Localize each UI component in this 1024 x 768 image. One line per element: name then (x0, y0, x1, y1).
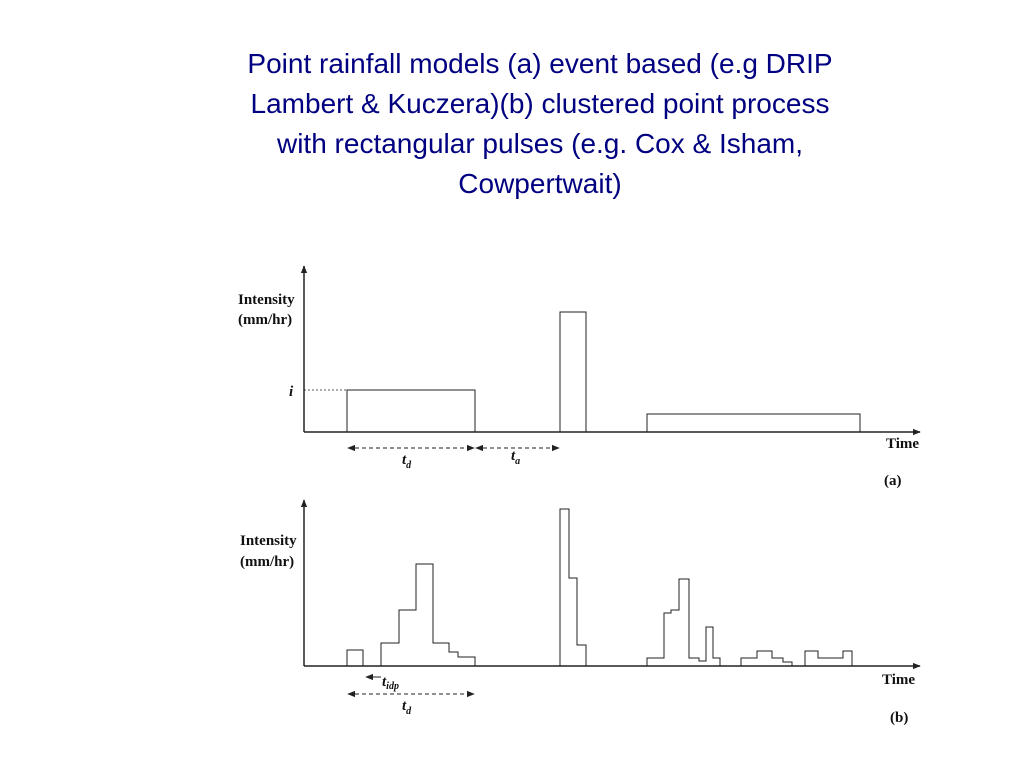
panel-a-y-label-line-1: Intensity (238, 292, 295, 308)
panel-b-duration-subscript: d (406, 706, 412, 717)
panel-b-caption: (b) (890, 710, 908, 726)
panel-a-caption: (a) (884, 473, 902, 489)
panel-b-cell-spacing-label: tidp (382, 674, 399, 692)
panel-a-intensity-symbol: i (289, 384, 294, 400)
panel-a-pulse-1 (346, 389, 476, 433)
panel-b-storm-2-cluster (559, 508, 587, 666)
panel-b-cell-spacing-symbol: t (382, 674, 387, 690)
title-line-2: Lambert & Kuczera)(b) clustered point pr… (250, 88, 830, 119)
title-line-3: with rectangular pulses (e.g. Cox & Isha… (276, 128, 803, 159)
title-line-4: Cowpertwait) (458, 168, 622, 199)
panel-b-duration-symbol: t (402, 698, 407, 714)
panel-b-y-label-line-2: (mm/hr) (240, 554, 294, 570)
panel-b-cell-spacing-subscript: idp (386, 681, 399, 692)
panel-a-pulse-2 (559, 311, 587, 433)
panel-a-x-label: Time (886, 436, 919, 452)
panel-a-pulse-3 (646, 413, 861, 433)
panel-b-storm-3-cluster-b (740, 650, 793, 666)
panel-b-x-label: Time (882, 672, 915, 688)
panel-b-duration-label: td (402, 698, 412, 717)
panel-b-storm-3-cluster-c (804, 650, 853, 666)
panel-b-storm-1-cell-1 (346, 649, 364, 666)
panel-a-duration-label: td (402, 452, 412, 471)
title-line-1: Point rainfall models (a) event based (e… (247, 48, 833, 79)
panel-a-interarrival-subscript: a (515, 456, 520, 467)
panel-b-y-label-line-1: Intensity (240, 533, 297, 549)
panel-a-interarrival-label: ta (511, 448, 520, 467)
panel-a-y-label-line-2: (mm/hr) (238, 312, 292, 328)
panel-b (300, 499, 921, 698)
panel-a-duration-subscript: d (406, 460, 412, 471)
panel-a-duration-symbol: t (402, 452, 407, 468)
panel-b-storm-1-cluster (380, 563, 476, 666)
panel-b-storm-3-cluster-a (646, 578, 721, 666)
panel-a (300, 265, 921, 452)
panel-a-interarrival-symbol: t (511, 448, 516, 464)
slide-title: Point rainfall models (a) event based (e… (150, 44, 930, 204)
